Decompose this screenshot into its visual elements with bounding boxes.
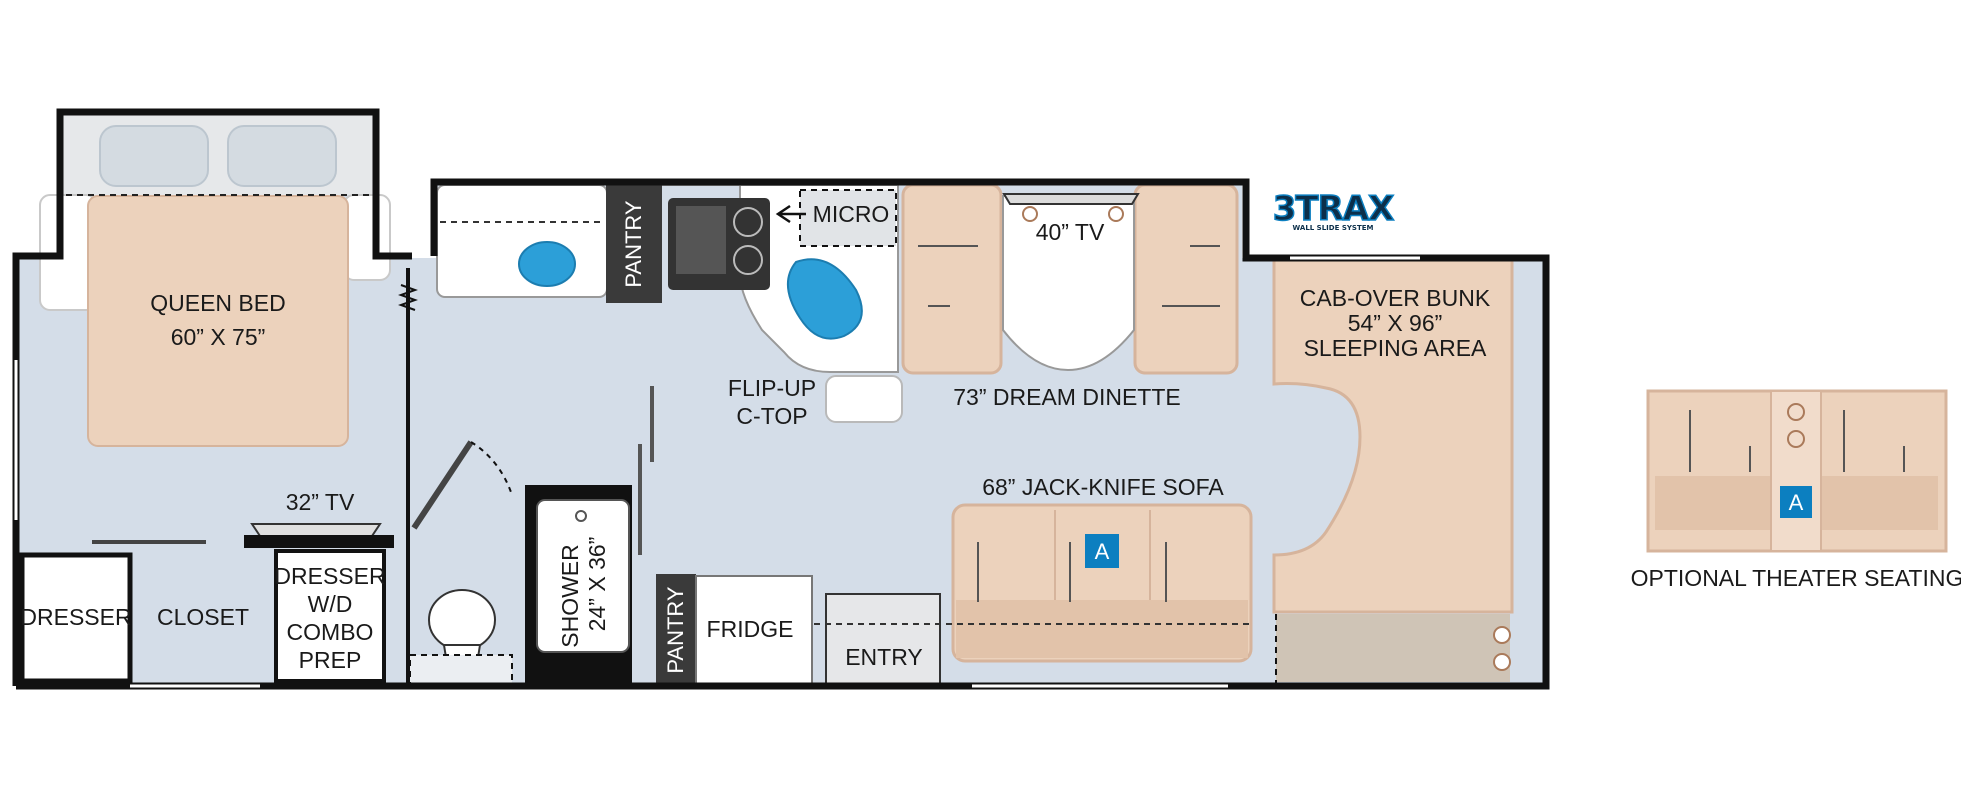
dresser-label: DRESSER: [20, 604, 131, 630]
seat-badge: [1085, 534, 1119, 568]
bath-door-swing: [470, 441, 513, 496]
flip-up-label: FLIP-UP: [728, 375, 816, 401]
queen-bed-label: QUEEN BED: [150, 290, 285, 316]
pillow-right: [227, 125, 337, 187]
cab-over-bunk-label: CAB-OVER BUNK: [1300, 285, 1491, 311]
shower: [525, 485, 632, 685]
exterior-walls: [12, 108, 1550, 690]
pocket-door-spring: [398, 284, 418, 311]
tv-40: [1002, 193, 1140, 222]
flip-up-c-top: [825, 375, 903, 423]
micro-arrow: [775, 204, 806, 224]
cab-over-size: 54” X 96”: [1348, 310, 1443, 336]
cooktop: [668, 198, 770, 290]
pillow-left: [99, 125, 209, 187]
shower-label: SHOWER: [557, 544, 583, 648]
seat-badge-label: A: [1095, 539, 1110, 564]
theater-seating: [1646, 389, 1948, 553]
microwave: [799, 189, 897, 247]
theater-seat-badge: [1780, 486, 1812, 518]
tv-32: [244, 523, 394, 548]
tv-32-label: 32” TV: [286, 489, 355, 515]
pantry-bottom-label: PANTRY: [663, 586, 688, 674]
dinette-seat-left: [901, 183, 1003, 375]
pantry-top-label: PANTRY: [621, 200, 646, 288]
tv-40-label: 40” TV: [1036, 219, 1105, 245]
closet-label: CLOSET: [157, 604, 249, 630]
3trax-logo-subtext: WALL SLIDE SYSTEM: [1293, 224, 1374, 232]
pantry-bottom: [656, 574, 696, 686]
sleeping-area-label: SLEEPING AREA: [1304, 335, 1487, 361]
fridge: [695, 575, 813, 685]
bath-door: [411, 440, 474, 530]
dinette-table: [1002, 195, 1135, 372]
dresser-wd-label-1: DRESSER: [274, 563, 385, 589]
entry-label: ENTRY: [845, 644, 923, 670]
dresser: [19, 552, 133, 684]
pantry-top: [606, 185, 662, 303]
kitchen-counter: [436, 184, 608, 298]
dinette-seat-right: [1133, 183, 1239, 375]
queen-bed-size: 60” X 75”: [171, 324, 266, 350]
dresser-wd-label-3: COMBO: [287, 619, 374, 645]
theater-seat-badge-label: A: [1789, 490, 1804, 515]
3trax-logo: 3TRAX WALL SLIDE SYSTEM: [1270, 184, 1396, 232]
dresser-wd-label-4: PREP: [299, 647, 362, 673]
windows: [14, 256, 1420, 688]
cab-over-bunk: [1272, 256, 1514, 682]
entry-step: [825, 593, 941, 685]
dream-dinette-label: 73” DREAM DINETTE: [953, 384, 1180, 410]
c-top-label: C-TOP: [736, 403, 807, 429]
dresser-wd-combo: [274, 549, 386, 683]
bath-vanity: [409, 654, 513, 686]
shower-size: 24” X 36”: [584, 537, 610, 632]
queen-bed: [39, 115, 391, 447]
dresser-wd-label-2: W/D: [308, 591, 353, 617]
optional-theater-seating-label: OPTIONAL THEATER SEATING: [1631, 565, 1961, 591]
bowl-sink: [786, 258, 863, 340]
3trax-logo-text: 3TRAX: [1273, 189, 1394, 229]
fridge-label: FRIDGE: [707, 616, 794, 642]
sink: [518, 241, 576, 287]
cab-knobs: [1493, 626, 1511, 671]
jack-knife-sofa: [951, 503, 1253, 663]
micro-label: MICRO: [813, 201, 890, 227]
jack-knife-sofa-label: 68” JACK-KNIFE SOFA: [982, 474, 1224, 500]
